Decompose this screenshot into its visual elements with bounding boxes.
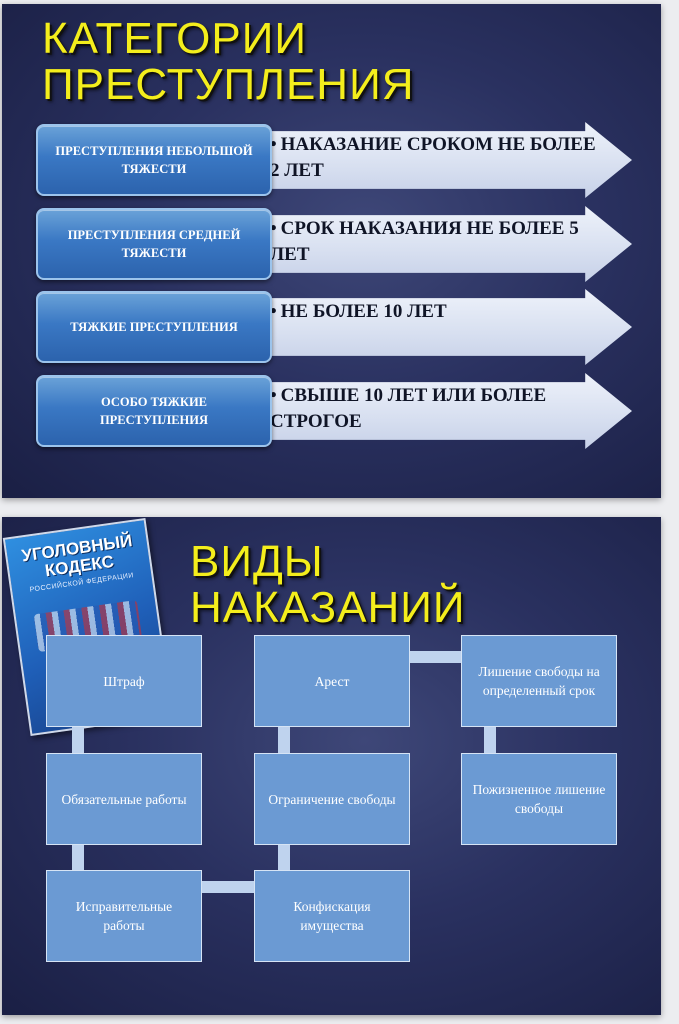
slide-crime-categories: КАТЕГОРИИ ПРЕСТУПЛЕНИЯ НАКАЗАНИЕ СРОКОМ … <box>2 4 661 498</box>
punishment-text: СВЫШЕ 10 ЛЕТ ИЛИ БОЛЕЕ СТРОГОЕ <box>270 383 600 435</box>
slide1-title: КАТЕГОРИИ ПРЕСТУПЛЕНИЯ <box>42 16 415 108</box>
punishment-text: НАКАЗАНИЕ СРОКОМ НЕ БОЛЕЕ 2 ЛЕТ <box>270 132 600 184</box>
punishment-fine: Штраф <box>46 635 202 727</box>
connector-line <box>408 651 464 663</box>
slide2-title-line2: НАКАЗАНИЙ <box>190 583 466 632</box>
punishment-confiscation: Конфискация имущества <box>254 870 410 962</box>
punishment-correctional-work: Исправительные работы <box>46 870 202 962</box>
category-row-2: СРОК НАКАЗАНИЯ НЕ БОЛЕЕ 5 ЛЕТ ПРЕСТУПЛЕН… <box>2 206 661 282</box>
punishment-text: СРОК НАКАЗАНИЯ НЕ БОЛЕЕ 5 ЛЕТ <box>270 216 600 268</box>
slide2-title-line1: ВИДЫ <box>190 537 324 586</box>
category-box: ТЯЖКИЕ ПРЕСТУПЛЕНИЯ <box>36 291 272 363</box>
category-row-4: СВЫШЕ 10 ЛЕТ ИЛИ БОЛЕЕ СТРОГОЕ ОСОБО ТЯЖ… <box>2 373 661 449</box>
category-box: ПРЕСТУПЛЕНИЯ СРЕДНЕЙ ТЯЖЕСТИ <box>36 208 272 280</box>
connector-line <box>202 881 256 893</box>
punishment-text: НЕ БОЛЕЕ 10 ЛЕТ <box>270 299 600 325</box>
slide2-title: ВИДЫ НАКАЗАНИЙ <box>190 539 466 631</box>
category-row-3: НЕ БОЛЕЕ 10 ЛЕТ ТЯЖКИЕ ПРЕСТУПЛЕНИЯ <box>2 289 661 365</box>
category-row-1: НАКАЗАНИЕ СРОКОМ НЕ БОЛЕЕ 2 ЛЕТ ПРЕСТУПЛ… <box>2 122 661 198</box>
punishment-arrest: Арест <box>254 635 410 727</box>
punishment-compulsory-work: Обязательные работы <box>46 753 202 845</box>
punishment-imprisonment-term: Лишение свободы на определенный срок <box>461 635 617 727</box>
category-box: ОСОБО ТЯЖКИЕ ПРЕСТУПЛЕНИЯ <box>36 375 272 447</box>
slide1-title-line2: ПРЕСТУПЛЕНИЯ <box>42 60 415 109</box>
slide1-title-line1: КАТЕГОРИИ <box>42 14 307 63</box>
connector-line <box>484 725 496 755</box>
slide-punishment-types: УГОЛОВНЫЙ КОДЕКС РОССИЙСКОЙ ФЕДЕРАЦИИ ВИ… <box>2 517 661 1015</box>
punishment-life-imprisonment: Пожизненное лишение свободы <box>461 753 617 845</box>
category-box: ПРЕСТУПЛЕНИЯ НЕБОЛЬШОЙ ТЯЖЕСТИ <box>36 124 272 196</box>
punishment-restriction-freedom: Ограничение свободы <box>254 753 410 845</box>
